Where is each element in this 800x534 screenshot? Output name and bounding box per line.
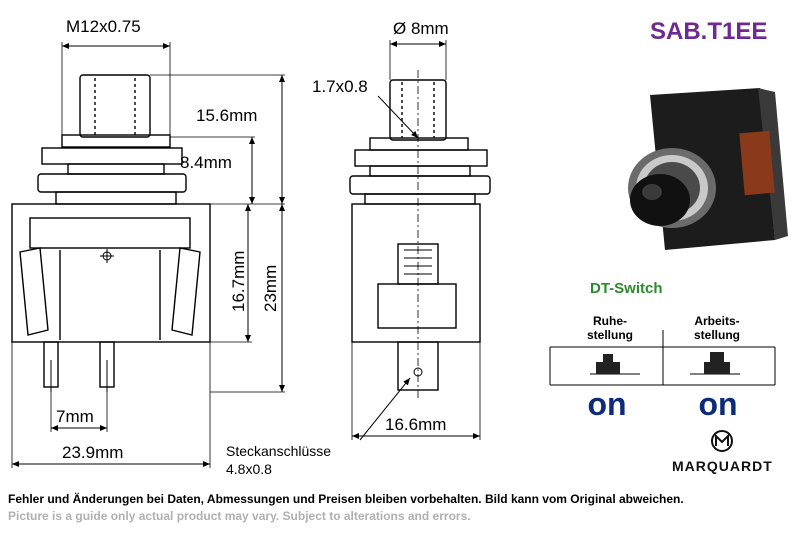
dimension-lines bbox=[11, 40, 481, 468]
connector-size: 4.8x0.8 bbox=[226, 461, 272, 477]
brand-name: MARQUARDT bbox=[672, 458, 773, 474]
side-washer bbox=[354, 149, 488, 167]
dim-diameter: Ø 8mm bbox=[393, 19, 449, 38]
dim-7mm: 7mm bbox=[56, 407, 94, 426]
disclaimer-english: Picture is a guide only actual product m… bbox=[8, 509, 471, 523]
side-nut bbox=[349, 175, 491, 195]
front-clip-left bbox=[19, 247, 49, 336]
rest-label-line1: Ruhe- bbox=[593, 314, 627, 328]
dim-thread: M12x0.75 bbox=[66, 17, 141, 36]
front-view bbox=[11, 74, 211, 392]
dim-8-4: 8.4mm bbox=[180, 153, 232, 172]
dt-switch-title: DT-Switch bbox=[590, 280, 663, 297]
front-body bbox=[11, 203, 211, 343]
side-body bbox=[351, 203, 481, 343]
side-view bbox=[349, 70, 491, 400]
front-clip-right bbox=[171, 247, 201, 336]
work-position-header: Arbeits- stellung bbox=[672, 314, 762, 342]
work-label-line1: Arbeits- bbox=[694, 314, 740, 328]
dim-cap-offset: 1.7x0.8 bbox=[312, 77, 368, 96]
dim-16-7: 16.7mm bbox=[229, 251, 248, 312]
front-plunger bbox=[79, 74, 151, 138]
rest-state-value: on bbox=[587, 386, 627, 422]
front-nut bbox=[37, 173, 187, 193]
disclaimer-german: Fehler und Änderungen bei Daten, Abmessu… bbox=[8, 492, 684, 506]
product-photo bbox=[628, 88, 788, 250]
marquardt-logo bbox=[711, 430, 733, 452]
rest-position-header: Ruhe- stellung bbox=[565, 314, 655, 342]
front-bushing-top bbox=[61, 134, 171, 148]
dim-16-6: 16.6mm bbox=[385, 415, 446, 434]
rest-position-symbol bbox=[596, 354, 620, 374]
work-label-line2: stellung bbox=[693, 328, 740, 342]
dim-23-9: 23.9mm bbox=[62, 443, 123, 462]
rest-label-line2: stellung bbox=[586, 328, 633, 342]
front-washer bbox=[41, 147, 183, 165]
work-position-symbol bbox=[704, 352, 730, 374]
dim-15-6: 15.6mm bbox=[196, 106, 257, 125]
dim-23: 23mm bbox=[261, 265, 280, 312]
work-state-value: on bbox=[698, 386, 738, 422]
model-number: SAB.T1EE bbox=[650, 18, 768, 45]
connector-label: Steckanschlüsse bbox=[226, 443, 331, 459]
